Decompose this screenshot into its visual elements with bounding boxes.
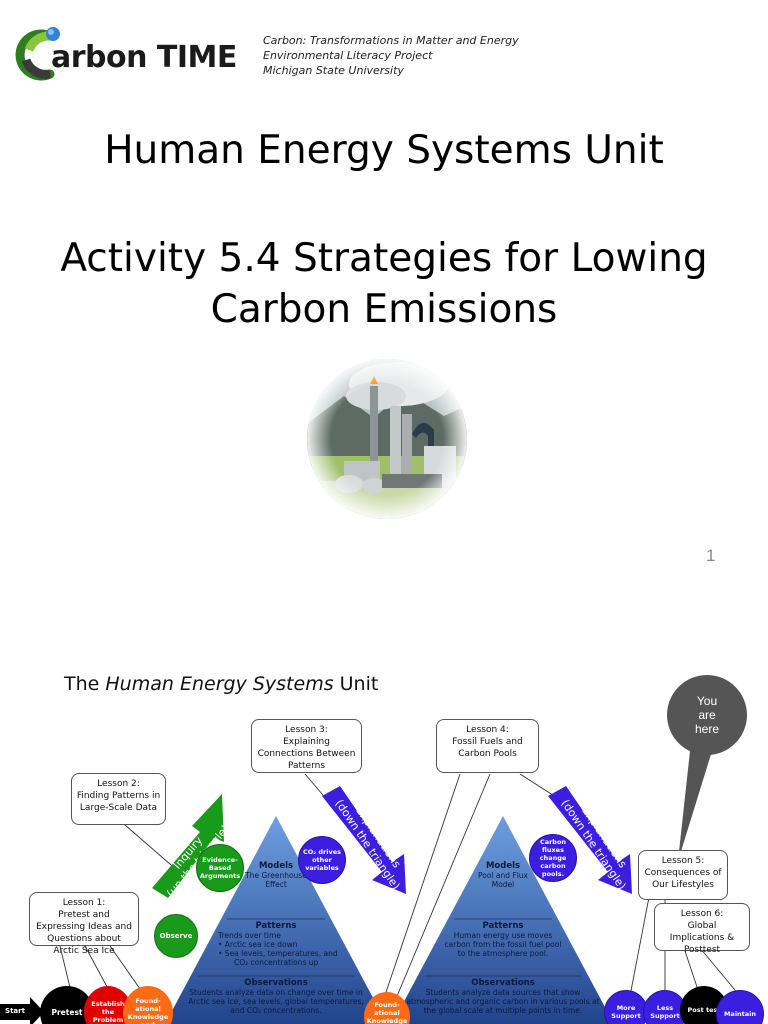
right-pyramid <box>392 816 614 1024</box>
page-number: 1 <box>706 546 716 565</box>
lesson-3-callout: Lesson 3: Explaining Connections Between… <box>251 719 362 773</box>
logo-tagline: Carbon: Transformations in Matter and En… <box>263 33 519 78</box>
lesson-1-callout: Lesson 1: Pretest and Expressing Ideas a… <box>29 892 139 956</box>
carbon-c-globe-icon <box>15 27 60 81</box>
explanations-arrow-right <box>548 786 632 894</box>
foundational-knowledge-circle-2: Found-ational Knowledge and <box>364 992 410 1024</box>
left-patterns-label: Patterns Trends over time • Arctic sea i… <box>218 921 338 967</box>
unit-overview-slide: The Human Energy Systems Unit <box>0 656 768 1024</box>
carbon-time-logo: arbon TIME <box>14 26 254 82</box>
unit-title: Human Energy Systems Unit <box>104 128 664 173</box>
activity-title: Activity 5.4 Strategies for Lowing Carbo… <box>60 236 708 332</box>
right-models-label: Models Pool and Flux Model <box>478 861 528 889</box>
lesson-2-callout: Lesson 2: Finding Patterns in Large-Scal… <box>71 773 166 825</box>
explanations-arrow-left <box>322 786 406 894</box>
observe-circle: Observe <box>154 914 198 958</box>
start-label: Start <box>5 1007 25 1015</box>
right-patterns-label: Patterns Human energy use moves carbon f… <box>444 921 562 958</box>
left-observations-label: Observations Students analyze data on ch… <box>188 978 364 1015</box>
right-observations-label: Observations Students analyze data sourc… <box>406 978 600 1015</box>
slide-title: The Human Energy Systems Unit <box>64 673 379 695</box>
lesson-6-callout: Lesson 6: Global Implications & Posttest <box>654 903 750 955</box>
lesson-4-callout: Lesson 4: Fossil Fuels and Carbon Pools <box>436 719 539 773</box>
maintain-circle: Maintain <box>716 990 764 1024</box>
factory-illustration <box>307 359 467 519</box>
carbon-fluxes-circle: Carbon fluxes change carbon pools. <box>529 834 577 882</box>
tagline-line: Environmental Literacy Project <box>263 49 433 62</box>
you-are-here-bubble: You are here <box>667 675 747 755</box>
lesson-5-callout: Lesson 5: Consequences of Our Lifestyles <box>638 850 728 900</box>
inquiry-arrow <box>152 794 224 898</box>
tagline-line: Carbon: Transformations in Matter and En… <box>263 34 519 47</box>
start-arrow <box>0 997 44 1024</box>
more-support-circle: More Support <box>604 990 648 1024</box>
left-pyramid <box>165 816 387 1024</box>
co2-drives-variables-circle: CO₂ drives other variables <box>298 836 346 884</box>
logo-wordmark: arbon TIME <box>51 40 237 75</box>
left-models-label: Models The Greenhouse Effect <box>245 861 307 889</box>
foundational-knowledge-circle-1: Found-ational Knowledge and <box>123 986 173 1024</box>
tagline-line: Michigan State University <box>263 64 404 77</box>
evidence-based-arguments-circle: Evidence-Based Arguments <box>196 844 244 892</box>
unit-diagram <box>0 751 741 1024</box>
title-slide: arbon TIME Carbon: Transformations in Ma… <box>14 26 716 565</box>
